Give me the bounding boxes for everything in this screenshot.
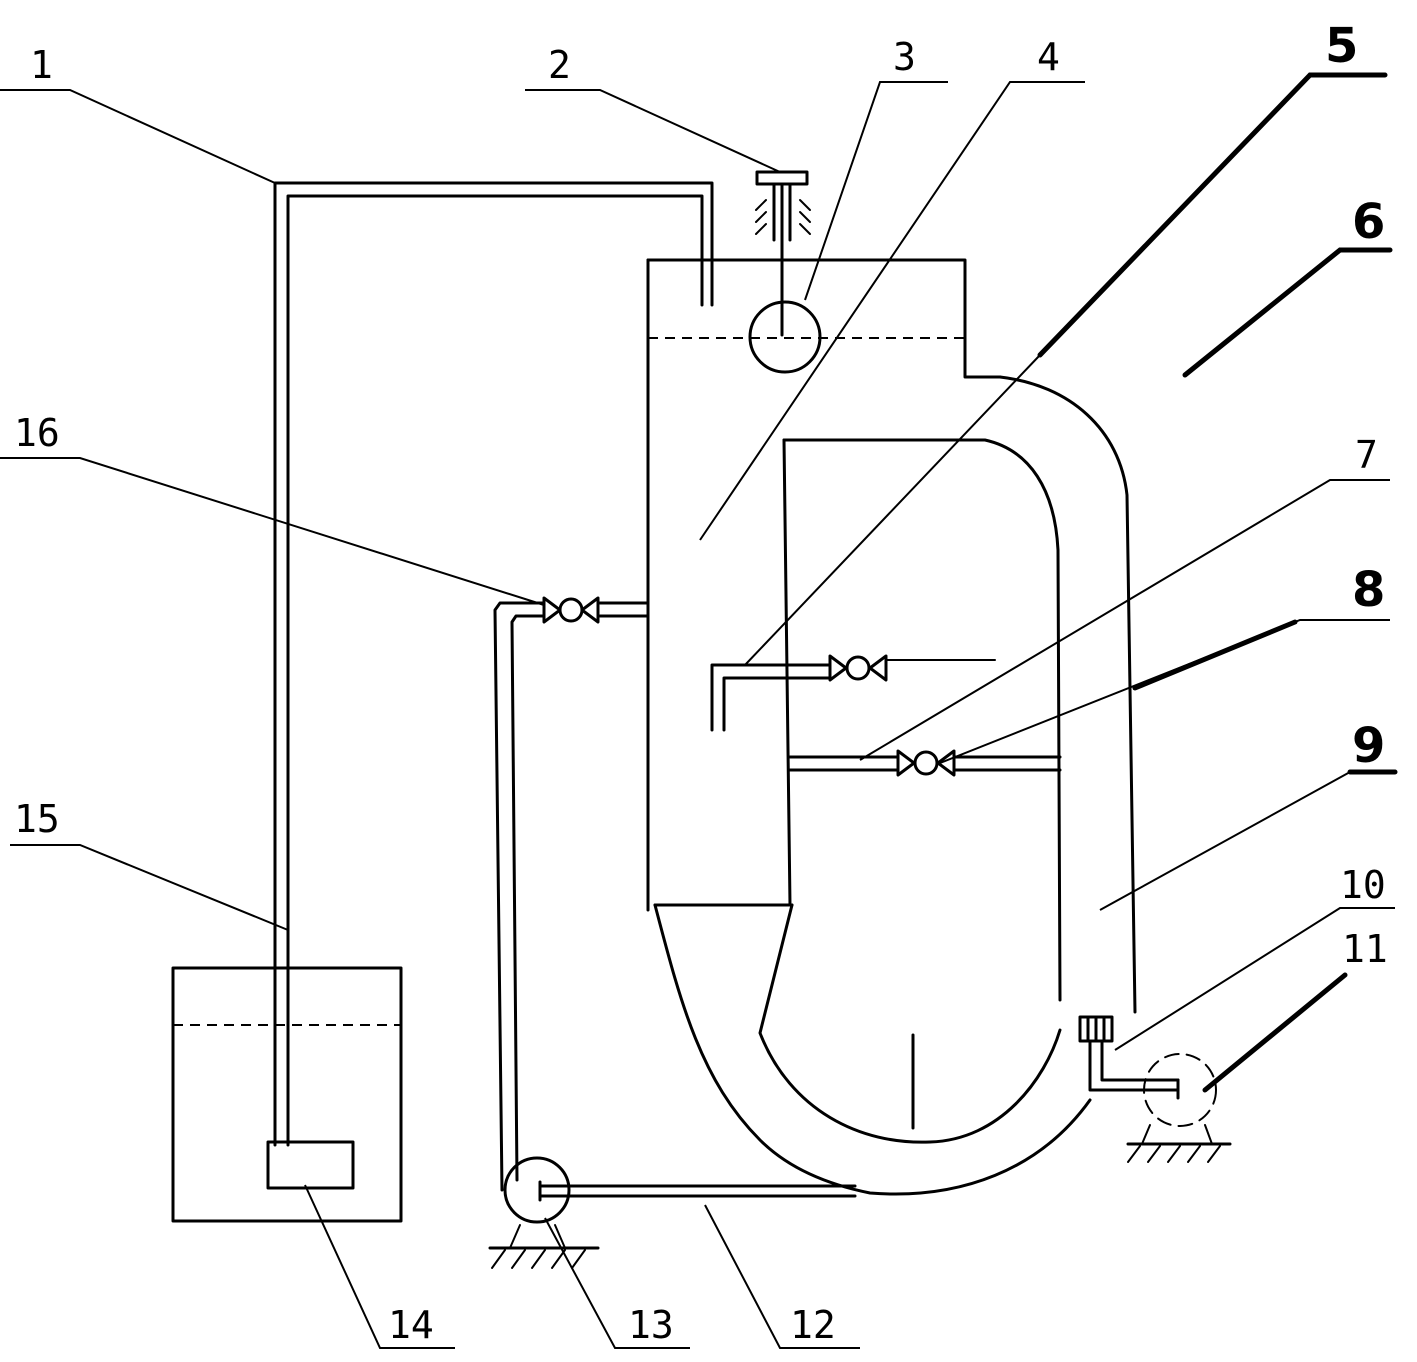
main-vessel [646, 258, 1137, 1196]
callout-12: 12 [790, 1303, 836, 1347]
stirrer-assembly [748, 170, 822, 374]
callout-labels: 1 2 3 4 5 6 7 8 9 10 11 12 13 14 15 16 [14, 18, 1388, 1347]
valve-6 [845, 655, 871, 681]
callout-2: 2 [548, 43, 571, 87]
valve-8 [913, 750, 939, 776]
callout-1: 1 [30, 43, 53, 87]
callout-6: 6 [1352, 194, 1385, 250]
pump-11 [1143, 1053, 1217, 1127]
outlet-pump-11 [1078, 1015, 1232, 1163]
motor-cap [755, 170, 809, 186]
callout-4: 4 [1037, 35, 1060, 79]
callout-5: 5 [1325, 18, 1358, 74]
valve-16 [558, 597, 584, 623]
callout-14: 14 [388, 1303, 434, 1347]
tank [171, 966, 403, 1223]
callout-13: 13 [628, 1303, 674, 1347]
callout-9: 9 [1352, 718, 1385, 774]
callout-8: 8 [1352, 562, 1385, 618]
callout-11: 11 [1342, 927, 1388, 971]
leader-lines [0, 72, 1398, 1349]
valve-6-line [710, 654, 996, 732]
pipe-1 [273, 181, 714, 1147]
impeller [748, 300, 822, 374]
recirculation-line [488, 596, 857, 1269]
pump-13 [503, 1156, 571, 1224]
callout-15: 15 [14, 797, 60, 841]
callout-16: 16 [14, 411, 60, 455]
callout-7: 7 [1355, 433, 1378, 477]
callout-10: 10 [1340, 863, 1386, 907]
callout-3: 3 [893, 35, 916, 79]
submersible-pump [266, 1140, 355, 1190]
valve-8-line [788, 749, 1062, 777]
